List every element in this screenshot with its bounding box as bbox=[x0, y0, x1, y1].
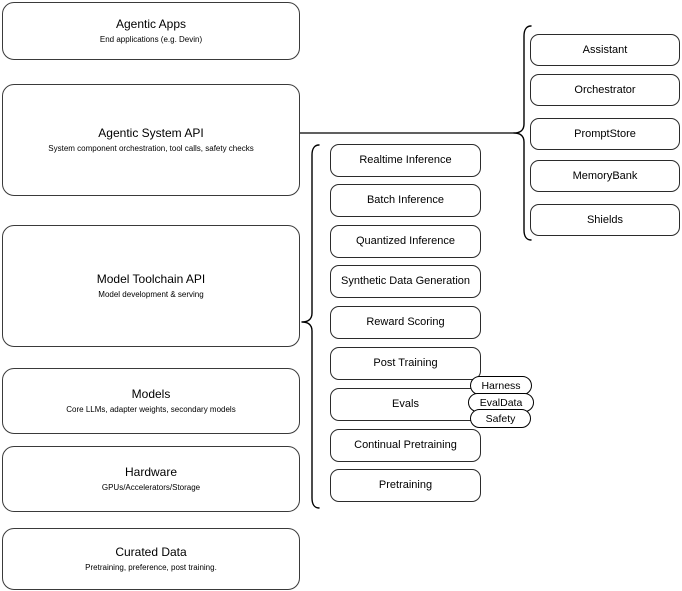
stack-layer-subtitle: Model development & serving bbox=[98, 289, 204, 299]
system-components-brace bbox=[513, 25, 532, 241]
eval-subcomponent-label: Safety bbox=[485, 412, 516, 425]
stack-layer-agentic-apps[interactable]: Agentic Apps End applications (e.g. Devi… bbox=[2, 2, 300, 60]
stack-layer-subtitle: End applications (e.g. Devin) bbox=[99, 34, 203, 44]
system-component-label: Shields bbox=[586, 213, 624, 226]
system-component-label: PromptStore bbox=[574, 127, 636, 140]
stack-layer-title: Curated Data bbox=[115, 544, 187, 559]
capability-quantized-inference[interactable]: Quantized Inference bbox=[330, 225, 481, 258]
capability-reward-scoring[interactable]: Reward Scoring bbox=[330, 306, 481, 339]
capability-continual-pretraining[interactable]: Continual Pretraining bbox=[330, 429, 481, 462]
capability-label: Post Training bbox=[373, 357, 438, 369]
stack-layer-subtitle: Pretraining, preference, post training. bbox=[85, 562, 217, 572]
capability-pretraining[interactable]: Pretraining bbox=[330, 469, 481, 502]
stack-layer-title: Agentic System API bbox=[98, 125, 204, 140]
capability-realtime-inference[interactable]: Realtime Inference bbox=[330, 144, 481, 177]
stack-layer-title: Agentic Apps bbox=[115, 16, 187, 31]
capability-label: Synthetic Data Generation bbox=[340, 275, 471, 287]
system-component-label: Orchestrator bbox=[574, 83, 636, 96]
system-component-label: MemoryBank bbox=[572, 169, 638, 182]
system-component-promptstore[interactable]: PromptStore bbox=[530, 118, 680, 150]
stack-layer-subtitle: Core LLMs, adapter weights, secondary mo… bbox=[66, 404, 236, 414]
capability-post-training[interactable]: Post Training bbox=[330, 347, 481, 380]
eval-subcomponent-label: EvalData bbox=[479, 396, 523, 409]
toolchain-capabilities-brace bbox=[301, 144, 320, 509]
eval-subcomponent-safety[interactable]: Safety bbox=[470, 409, 531, 428]
stack-layer-subtitle: System component orchestration, tool cal… bbox=[48, 143, 254, 153]
eval-subcomponent-label: Harness bbox=[481, 379, 521, 392]
system-component-shields[interactable]: Shields bbox=[530, 204, 680, 236]
system-component-memorybank[interactable]: MemoryBank bbox=[530, 160, 680, 192]
stack-layer-agentic-system-api[interactable]: Agentic System API System component orch… bbox=[2, 84, 300, 196]
capability-label: Batch Inference bbox=[366, 194, 445, 206]
capability-label: Quantized Inference bbox=[355, 235, 456, 247]
stack-layer-title: Hardware bbox=[124, 464, 178, 479]
system-component-label: Assistant bbox=[582, 43, 628, 56]
capability-batch-inference[interactable]: Batch Inference bbox=[330, 184, 481, 217]
capability-synthetic-data-generation[interactable]: Synthetic Data Generation bbox=[330, 265, 481, 298]
capability-label: Realtime Inference bbox=[359, 154, 452, 166]
eval-subcomponent-evaldata[interactable]: EvalData bbox=[468, 393, 534, 412]
stack-layer-subtitle: GPUs/Accelerators/Storage bbox=[101, 482, 201, 492]
system-component-orchestrator[interactable]: Orchestrator bbox=[530, 74, 680, 106]
capability-label: Pretraining bbox=[378, 479, 433, 491]
stack-layer-model-toolchain-api[interactable]: Model Toolchain API Model development & … bbox=[2, 225, 300, 347]
capability-label: Evals bbox=[392, 398, 419, 410]
stack-layer-title: Models bbox=[131, 386, 171, 401]
capability-label: Continual Pretraining bbox=[354, 439, 457, 451]
stack-layer-title: Model Toolchain API bbox=[96, 271, 206, 286]
stack-layer-hardware[interactable]: Hardware GPUs/Accelerators/Storage bbox=[2, 446, 300, 512]
stack-layer-curated-data[interactable]: Curated Data Pretraining, preference, po… bbox=[2, 528, 300, 590]
system-component-assistant[interactable]: Assistant bbox=[530, 34, 680, 66]
capability-label: Reward Scoring bbox=[366, 316, 445, 328]
stack-layer-models[interactable]: Models Core LLMs, adapter weights, secon… bbox=[2, 368, 300, 434]
eval-subcomponent-harness[interactable]: Harness bbox=[470, 376, 532, 395]
capability-evals[interactable]: Evals bbox=[330, 388, 481, 421]
